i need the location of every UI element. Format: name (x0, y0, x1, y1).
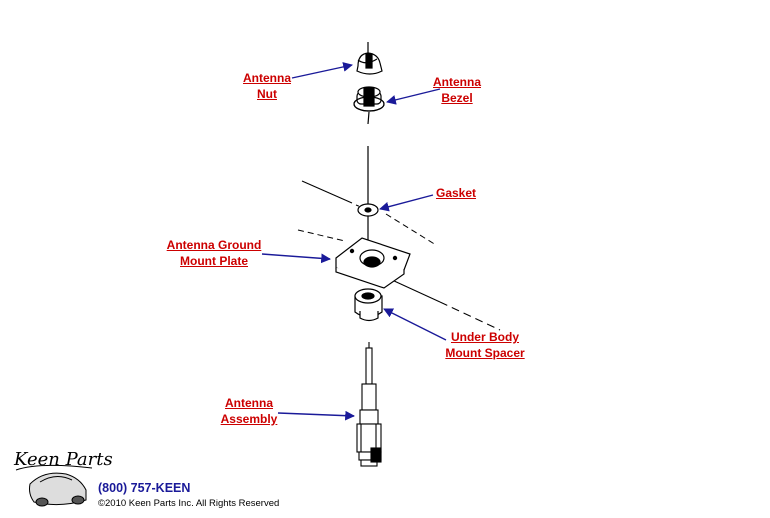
arrow-antenna-nut (291, 62, 353, 79)
callout-arrows (261, 62, 447, 421)
footer-copyright: ©2010 Keen Parts Inc. All Rights Reserve… (98, 498, 280, 509)
label-antenna-nut-line1: Antenna (243, 71, 291, 85)
keen-parts-logo-car (15, 464, 93, 507)
antenna-assembly-part (356, 342, 382, 467)
label-ground-mount-plate-line2: Mount Plate (180, 254, 248, 268)
antenna-mast-line-mid (367, 111, 370, 125)
label-antenna-assembly-line1: Antenna (225, 396, 273, 410)
keen-parts-logo: Keen Parts (14, 449, 113, 470)
label-under-body-spacer-line1: Under Body (450, 330, 519, 344)
label-antenna-bezel-line1: Antenna (433, 75, 481, 89)
label-ground-mount-plate-line1: Antenna Ground (166, 238, 262, 252)
label-antenna-bezel-line2: Bezel (441, 91, 473, 105)
arrow-ground-mount-plate (261, 253, 331, 264)
arrow-antenna-assembly (277, 410, 355, 421)
footer-phone-number[interactable]: (800) 757-KEEN (98, 481, 191, 495)
label-antenna-nut[interactable]: Antenna Nut (238, 70, 296, 102)
label-gasket[interactable]: Gasket (432, 185, 480, 201)
label-under-body-spacer-line2: Mount Spacer (445, 346, 525, 360)
gasket-part (357, 203, 379, 217)
label-antenna-nut-line2: Nut (257, 87, 277, 101)
ground-mount-plate-part (335, 237, 411, 289)
label-gasket-line1: Gasket (435, 186, 477, 200)
label-under-body-spacer[interactable]: Under Body Mount Spacer (440, 329, 530, 361)
antenna-bezel-part (353, 86, 385, 112)
label-antenna-assembly[interactable]: Antenna Assembly (216, 395, 282, 427)
label-antenna-assembly-line2: Assembly (220, 412, 278, 426)
arrow-gasket (379, 194, 434, 212)
antenna-nut-part (356, 52, 383, 75)
arrow-under-body-spacer (383, 308, 447, 341)
under-body-spacer-part (354, 288, 383, 322)
arrow-antenna-bezel (386, 88, 441, 105)
label-antenna-bezel[interactable]: Antenna Bezel (427, 74, 487, 106)
label-ground-mount-plate[interactable]: Antenna Ground Mount Plate (162, 237, 266, 269)
